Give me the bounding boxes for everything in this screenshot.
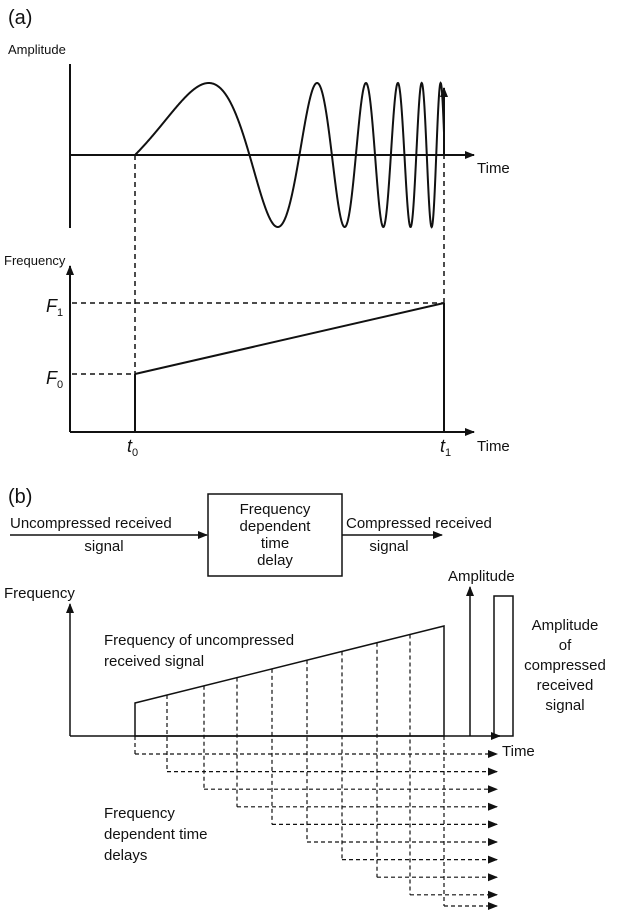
- input-label-line1: Uncompressed received: [10, 515, 172, 532]
- delay-box-line1: Frequency: [240, 501, 311, 518]
- delay-lines: [134, 634, 498, 910]
- panel-b-label: (b): [8, 486, 32, 508]
- received-signal-ramp: [134, 625, 445, 737]
- delay-box-line2: dependent: [240, 518, 312, 535]
- f1-label: F1: [46, 296, 63, 319]
- delay-box-line3: time: [261, 535, 289, 552]
- panel-a-label: (a): [8, 7, 32, 29]
- frequency-time-label: Time: [477, 438, 510, 455]
- chirp-waveform: [134, 81, 445, 229]
- pulse-label-line4: received: [537, 677, 594, 694]
- f0-label: F0: [46, 368, 63, 391]
- t1-label: t1: [440, 436, 451, 459]
- delays-label-line2: dependent time: [104, 826, 207, 843]
- delays-label-line3: delays: [104, 847, 147, 864]
- pulse-label-line2: of: [559, 637, 572, 654]
- time-axis-label-b: Time: [502, 743, 535, 760]
- delay-box-line4: delay: [257, 552, 293, 569]
- pulse-label-line5: signal: [545, 697, 584, 714]
- frequency-axis-label-b: Frequency: [4, 585, 75, 602]
- input-label-line2: signal: [84, 538, 123, 555]
- frequency-axis-label: Frequency: [4, 253, 66, 268]
- ramp-label-line1: Frequency of uncompressed: [104, 632, 294, 649]
- output-label-line1: Compressed received: [346, 515, 492, 532]
- pulse-label-line3: compressed: [524, 657, 606, 674]
- amplitude-axis-label: Amplitude: [8, 42, 66, 57]
- pulse-label-line1: Amplitude: [532, 617, 599, 634]
- ramp-label-line2: received signal: [104, 653, 204, 670]
- frequency-ramp: [134, 302, 445, 375]
- t0-label: t0: [127, 436, 138, 459]
- amplitude-time-label: Time: [477, 160, 510, 177]
- delays-label-line1: Frequency: [104, 805, 175, 822]
- output-label-line2: signal: [369, 538, 408, 555]
- compressed-pulse: [493, 595, 514, 737]
- amplitude-axis-label-b: Amplitude: [448, 568, 515, 585]
